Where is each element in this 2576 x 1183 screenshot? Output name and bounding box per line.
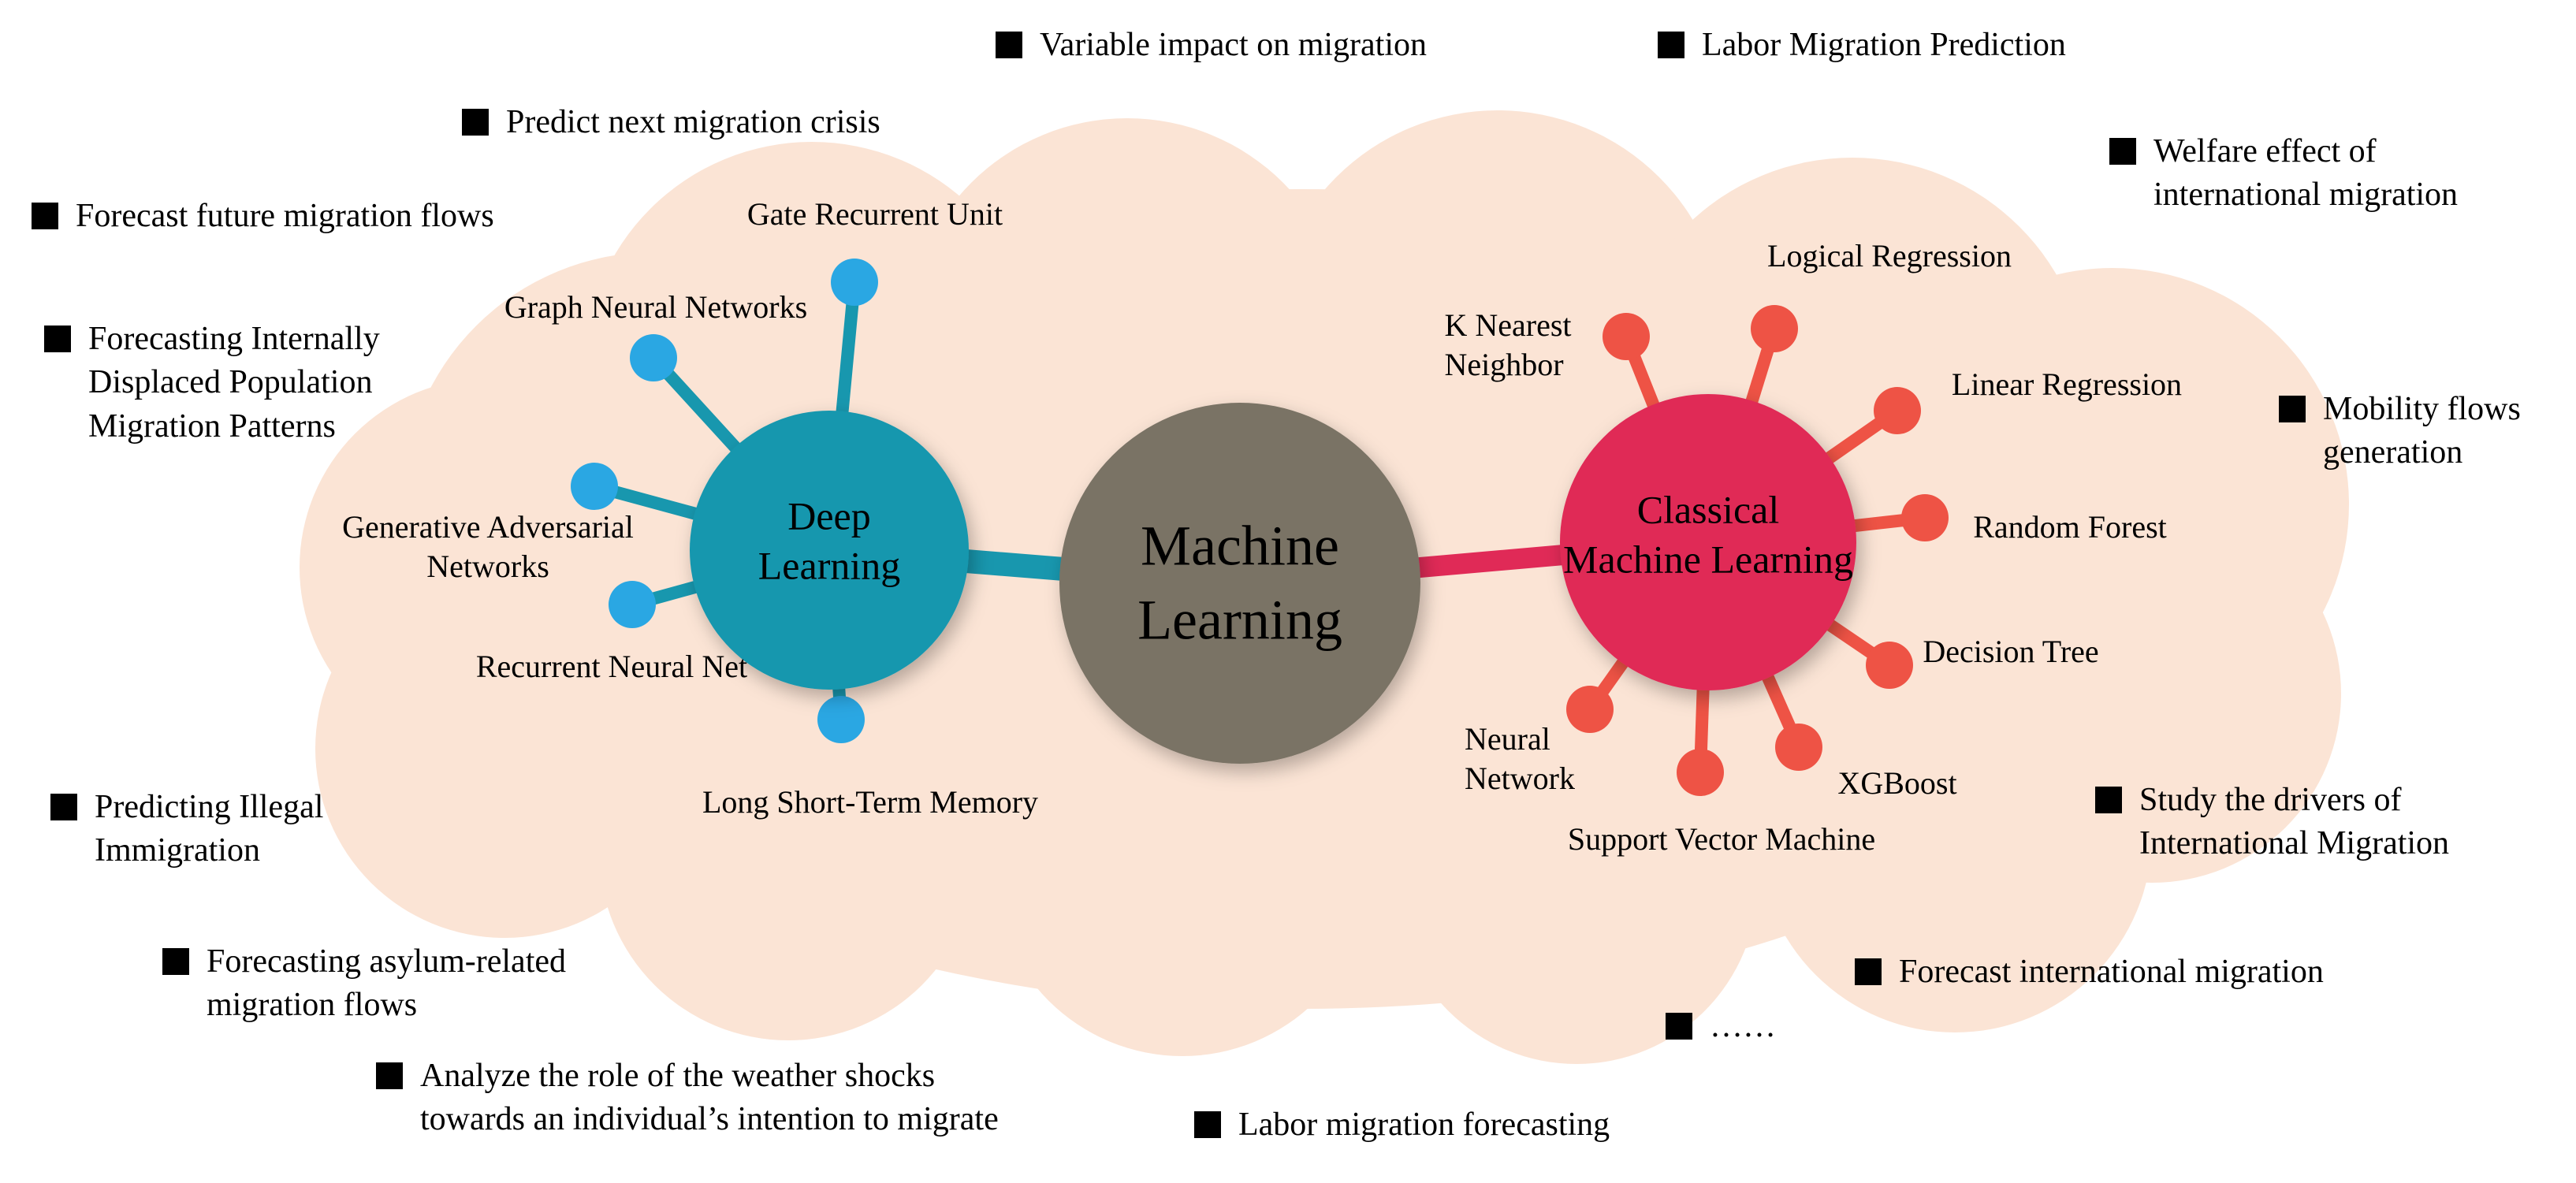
bullet-square-icon — [2095, 787, 2122, 813]
application-forecast-future-flows: Forecast future migration flows — [32, 195, 494, 238]
dot-random-forest — [1901, 494, 1949, 541]
center-label: Machine Learning — [1137, 514, 1342, 651]
dot-logical-regression — [1751, 305, 1798, 352]
bullet-square-icon — [2109, 138, 2136, 165]
classical-ml-hub-circle — [1560, 394, 1856, 690]
classical-satellite-label-neural-network: Neural Network — [1465, 721, 1575, 796]
bullet-square-icon — [50, 794, 77, 820]
application-text: …… — [1710, 1008, 1776, 1044]
classical-ml-hub-label: Classical Machine Learning — [1563, 487, 1853, 582]
classical-satellite-label-decision-tree: Decision Tree — [1923, 634, 2099, 669]
application-text: Forecast international migration — [1899, 954, 2324, 990]
dot-support-vector-machine — [1677, 749, 1724, 796]
classical-satellite-label-linear-regression: Linear Regression — [1951, 366, 2183, 402]
application-predict-next-crisis: Predict next migration crisis — [462, 101, 880, 144]
application-text: Welfare effect of international migratio… — [2153, 133, 2459, 214]
classical-satellite-label-random-forest: Random Forest — [1973, 509, 2167, 545]
application-text: Predict next migration crisis — [506, 104, 880, 140]
bullet-square-icon — [996, 32, 1022, 58]
application-text: Forecasting asylum-related migration flo… — [207, 943, 567, 1024]
application-mobility-flows: Mobility flows generation — [2279, 388, 2521, 475]
application-ellipsis: …… — [1666, 1005, 1776, 1048]
cloud-shape — [300, 110, 2349, 1064]
bullet-square-icon — [1666, 1013, 1692, 1040]
classical-satellite-label-logical-regression: Logical Regression — [1767, 238, 2012, 273]
application-text: Study the drivers of International Migra… — [2139, 782, 2450, 862]
application-text: Predicting Illegal Immigration — [95, 789, 324, 869]
application-labor-migration-prediction: Labor Migration Prediction — [1658, 24, 2066, 67]
dot-recurrent-neural-net — [609, 581, 656, 628]
deep-satellite-label-long-short-term-memory: Long Short-Term Memory — [702, 784, 1039, 820]
deep-learning-hub-circle — [690, 411, 969, 690]
dot-k-nearest-neighbor — [1603, 313, 1650, 360]
application-text: Labor Migration Prediction — [1702, 27, 2066, 63]
application-forecasting-asylum-flows: Forecasting asylum-related migration flo… — [162, 940, 566, 1028]
application-welfare-effect: Welfare effect of international migratio… — [2109, 130, 2458, 218]
bullet-square-icon — [162, 948, 189, 975]
bullet-square-icon — [1855, 958, 1882, 985]
bullet-square-icon — [1658, 32, 1684, 58]
deep-satellite-label-gate-recurrent-unit: Gate Recurrent Unit — [746, 196, 1003, 232]
application-text: Analyze the role of the weather shocks t… — [420, 1058, 999, 1138]
deep-satellite-dots — [571, 259, 878, 743]
application-forecast-international-migration: Forecast international migration — [1855, 950, 2324, 994]
application-study-drivers: Study the drivers of International Migra… — [2095, 779, 2449, 866]
bullet-square-icon — [376, 1062, 403, 1089]
dot-neural-network — [1566, 686, 1614, 733]
application-text: Variable impact on migration — [1040, 27, 1428, 63]
application-text: Forecasting Internally Displaced Populat… — [88, 321, 380, 445]
classical-satellite-label-k-nearest-neighbor: K Nearest Neighbor — [1444, 307, 1572, 382]
dot-decision-tree — [1866, 642, 1913, 689]
dot-graph-neural-networks — [630, 334, 677, 381]
dot-linear-regression — [1874, 387, 1921, 434]
classical-satellite-label-xgboost: XGBoost — [1837, 765, 1957, 801]
application-analyze-weather-shocks: Analyze the role of the weather shocks t… — [376, 1055, 999, 1142]
bullet-square-icon — [2279, 396, 2306, 422]
dot-xgboost — [1775, 724, 1822, 771]
bullet-square-icon — [32, 203, 58, 229]
deep-satellite-label-recurrent-neural-net: Recurrent Neural Net — [475, 649, 748, 684]
application-text: Mobility flows generation — [2323, 391, 2521, 471]
deep-learning-hub-label: Deep Learning — [758, 493, 901, 588]
dot-long-short-term-memory — [817, 696, 865, 743]
application-text: Labor migration forecasting — [1238, 1107, 1610, 1143]
classical-satellite-label-support-vector-machine: Support Vector Machine — [1567, 821, 1876, 857]
deep-satellite-label-graph-neural-networks: Graph Neural Networks — [504, 289, 808, 325]
application-text: Forecast future migration flows — [76, 198, 494, 234]
application-labor-migration-forecasting: Labor migration forecasting — [1194, 1103, 1610, 1147]
dot-generative-adversarial-networks — [571, 463, 618, 510]
bullet-square-icon — [1194, 1111, 1221, 1138]
bullet-square-icon — [462, 109, 489, 136]
classical-satellite-dots — [1566, 305, 1949, 796]
bullet-square-icon — [44, 326, 71, 352]
application-variable-impact: Variable impact on migration — [996, 24, 1427, 67]
deep-satellite-label-generative-adversarial-networks: Generative Adversarial Networks — [342, 509, 634, 584]
machine-learning-center-circle — [1059, 403, 1420, 764]
dot-gate-recurrent-unit — [831, 259, 878, 306]
application-forecasting-idp-patterns: Forecasting Internally Displaced Populat… — [44, 318, 380, 448]
application-predicting-illegal-immigration: Predicting Illegal Immigration — [50, 786, 323, 873]
